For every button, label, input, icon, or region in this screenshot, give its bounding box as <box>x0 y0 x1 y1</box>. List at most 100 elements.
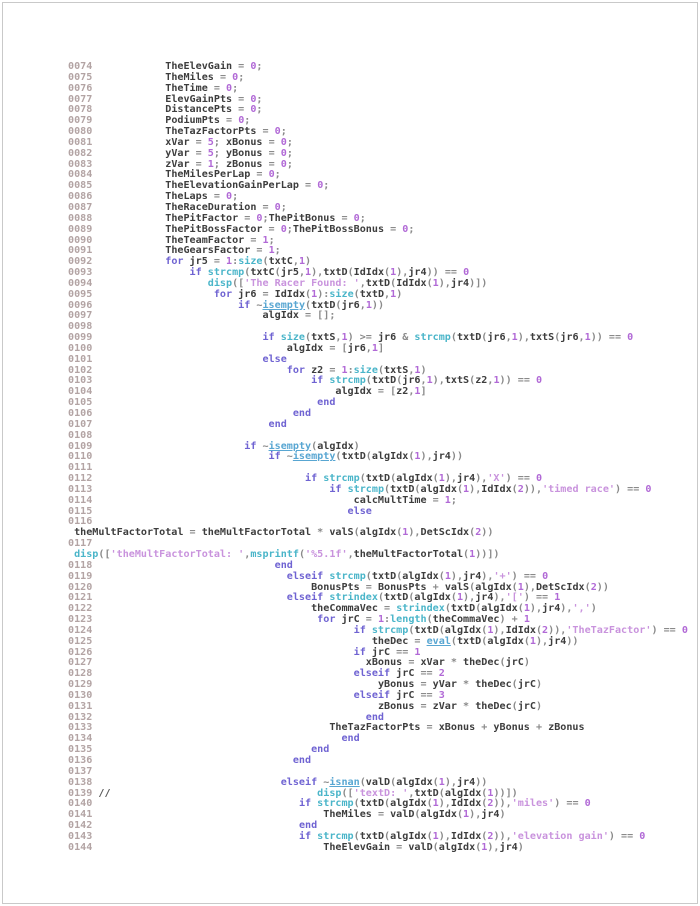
code-line-0142: 0142 end <box>68 820 318 832</box>
code-listing: 0074 TheElevGain = 0;0075 TheMiles = 0;0… <box>68 61 700 854</box>
line-number: 0087 <box>68 201 93 213</box>
line-number: 0095 <box>68 288 93 300</box>
line-number: 0114 <box>68 494 93 506</box>
line-number: 0102 <box>68 364 93 376</box>
line-number: 0126 <box>68 646 93 658</box>
line-number: 0106 <box>68 408 93 419</box>
line-number: 0110 <box>68 451 93 463</box>
line-number: 0138 <box>68 776 93 788</box>
line-number: 0101 <box>68 353 93 365</box>
line-number: 0085 <box>68 180 93 192</box>
code-line-0135: 0135 end <box>68 744 330 756</box>
line-number: 0079 <box>68 115 93 127</box>
code-line-0141: 0141 TheMiles = valD(algIdx(1),jr4) <box>68 809 506 821</box>
line-number: 0122 <box>68 603 93 615</box>
code-wrapped-line: theMultFactorTotal = theMultFactorTotal … <box>74 527 494 539</box>
line-number: 0120 <box>68 581 93 593</box>
comment-marker: // <box>98 787 111 799</box>
code-line-0103: 0103 if strcmp(txtD(jr6,1),txtS(z2,1)) =… <box>68 375 543 387</box>
line-number: 0099 <box>68 332 93 344</box>
code-line-0138: 0138 elseif ~isnan(valD(algIdx(1),jr4)) <box>68 776 488 788</box>
code-line-0080: 0080 TheTazFactorPts = 0; <box>68 126 287 138</box>
code-line-0120: 0120 BonusPts = BonusPts + valS(algIdx(1… <box>68 581 609 593</box>
line-number: 0135 <box>68 744 93 756</box>
code-line-0132: 0132 end <box>68 711 385 723</box>
line-number: 0090 <box>68 234 93 246</box>
line-number: 0105 <box>68 397 93 409</box>
line-number: 0096 <box>68 299 93 311</box>
code-line-0128: 0128 elseif jrC == 2 <box>68 668 445 680</box>
code-line-0125: 0125 theDec = eval(txtD(algIdx(1),jr4)) <box>68 635 579 647</box>
code-line-0110: 0110 if ~isempty(txtD(algIdx(1),jr4)) <box>68 451 464 463</box>
line-number: 0077 <box>68 93 93 105</box>
line-number: 0116 <box>68 516 93 528</box>
code-line-0084: 0084 TheMilesPerLap = 0; <box>68 169 281 181</box>
code-wrapped-line: disp(['theMultFactorTotal: ',msprintf('%… <box>74 548 500 560</box>
code-line-0081: 0081 xVar = 5; xBonus = 0; <box>68 136 293 148</box>
line-number: 0140 <box>68 798 93 810</box>
line-number: 0086 <box>68 191 93 203</box>
code-line-0130: 0130 elseif jrC == 3 <box>68 689 445 701</box>
line-number: 0143 <box>68 830 93 842</box>
line-number: 0119 <box>68 570 93 582</box>
code-line-0126: 0126 if jrC == 1 <box>68 646 421 658</box>
line-number: 0088 <box>68 212 93 224</box>
code-line-0088: 0088 ThePitFactor = 0;ThePitBonus = 0; <box>68 212 366 224</box>
code-line-0124: 0124 if strcmp(txtD(algIdx(1),IdIdx(2)),… <box>68 624 688 636</box>
code-line-0136: 0136 end <box>68 755 312 766</box>
line-number: 0141 <box>68 809 93 821</box>
line-number: 0118 <box>68 559 93 571</box>
line-number: 0103 <box>68 375 93 387</box>
line-number: 0131 <box>68 700 93 712</box>
line-number: 0112 <box>68 473 93 485</box>
code-line-0091: 0091 TheGearsFactor = 1; <box>68 245 281 257</box>
line-number: 0111 <box>68 462 93 474</box>
code-line-0112: 0112 if strcmp(txtD(algIdx(1),jr4),'X') … <box>68 473 543 485</box>
code-line-0089: 0089 ThePitBossFactor = 0;ThePitBossBonu… <box>68 223 415 235</box>
code-line-0144: 0144 TheElevGain = valD(algIdx(1),jr4) <box>68 841 524 853</box>
code-line-0108: 0108 <box>68 429 700 442</box>
line-number: 0076 <box>68 82 93 94</box>
code-line-0086: 0086 TheLaps = 0; <box>68 191 239 203</box>
code-line-0092: 0092 for jr5 = 1:size(txtC,1) <box>68 256 312 268</box>
code-line-0113: 0113 if strcmp(txtD(algIdx(1),IdIdx(2)),… <box>68 483 652 495</box>
code-line-0134: 0134 end <box>68 733 360 745</box>
code-line-0131: 0131 zBonus = zVar * theDec(jrC) <box>68 700 543 712</box>
code-line-0121: 0121 elseif strindex(txtD(algIdx(1),jr4)… <box>68 592 561 604</box>
code-line-0122: 0122 theCommaVec = strindex(txtD(algIdx(… <box>68 603 597 615</box>
code-line-0106: 0106 end <box>68 408 312 419</box>
code-line-0111: 0111 <box>68 462 700 474</box>
line-number: 0139 <box>68 787 93 799</box>
code-line-0117: 0117 <box>68 538 700 550</box>
code-line-0074: 0074 TheElevGain = 0; <box>68 61 263 72</box>
line-number: 0137 <box>68 765 93 777</box>
code-line-0137: 0137 <box>68 765 700 778</box>
code-line-0096: 0096 if ~isempty(txtD(jr6,1)) <box>68 299 385 311</box>
code-line-0093: 0093 if strcmp(txtC(jr5,1),txtD(IdIdx(1)… <box>68 267 470 279</box>
code-line-0094: 0094 disp(['The Racer Found: ',txtD(IdId… <box>68 277 488 289</box>
code-line-0140: 0140 if strcmp(txtD(algIdx(1),IdIdx(2)),… <box>68 798 591 810</box>
line-number: 0093 <box>68 267 93 279</box>
code-line-0101: 0101 else <box>68 353 287 365</box>
code-line-0109: 0109 if ~isempty(algIdx) <box>68 440 360 452</box>
line-number: 0123 <box>68 614 93 626</box>
line-number: 0107 <box>68 418 93 430</box>
code-line-0133: 0133 TheTazFactorPts = xBonus + yBonus +… <box>68 722 585 734</box>
code-line-0083: 0083 zVar = 1; zBonus = 0; <box>68 158 293 170</box>
line-number: 0092 <box>68 256 93 268</box>
line-number: 0084 <box>68 169 93 181</box>
code-line-0090: 0090 TheTeamFactor = 1; <box>68 234 275 246</box>
line-number: 0108 <box>68 429 93 441</box>
code-line-0118: 0118 end <box>68 559 293 571</box>
code-line-0104: 0104 algIdx = [z2,1] <box>68 386 427 398</box>
code-line-0129: 0129 yBonus = yVar * theDec(jrC) <box>68 679 543 691</box>
line-number: 0129 <box>68 679 93 691</box>
code-line-0143: 0143 if strcmp(txtD(algIdx(1),IdIdx(2)),… <box>68 830 646 842</box>
code-line-0085: 0085 TheElevationGainPerLap = 0; <box>68 180 330 192</box>
line-number: 0113 <box>68 483 93 495</box>
line-number: 0121 <box>68 592 93 604</box>
code-line-0097: 0097 algIdx = []; <box>68 310 336 322</box>
line-number: 0078 <box>68 104 93 116</box>
line-number: 0136 <box>68 755 93 766</box>
line-number: 0134 <box>68 733 93 745</box>
